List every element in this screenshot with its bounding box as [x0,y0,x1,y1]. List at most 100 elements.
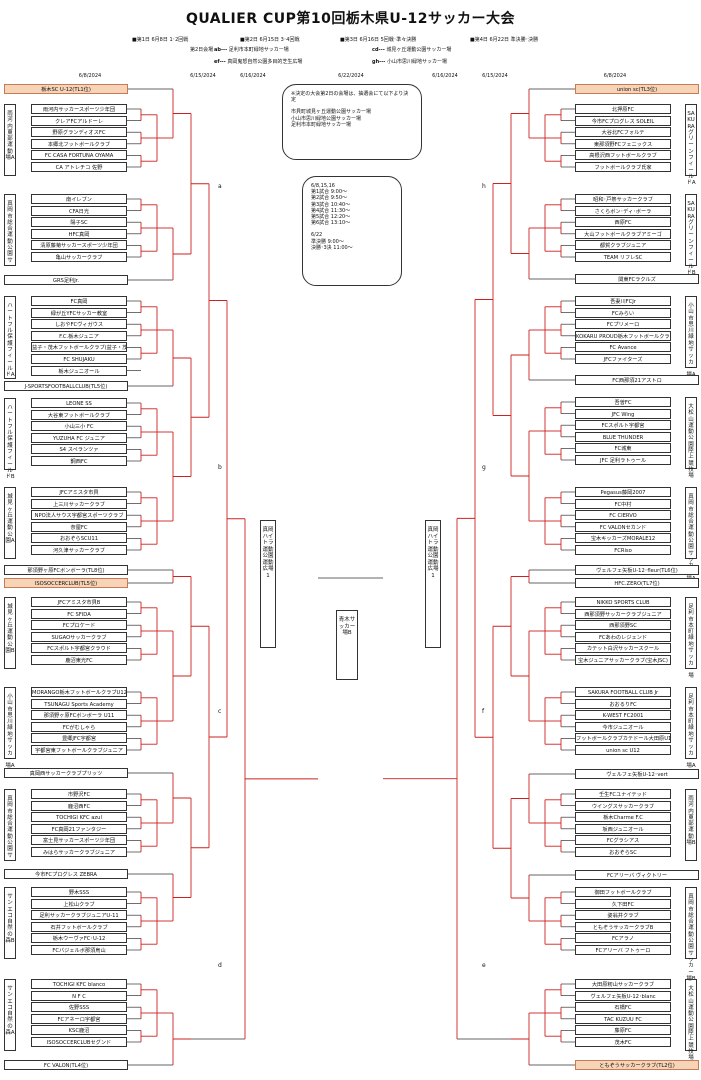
team-name: FCグラシアス [575,835,671,846]
team-name: Pegasus藤岡2007 [575,487,671,497]
group-venue-label: 雨河内東部運動場B [685,789,697,861]
team-name: FCアリーバ フトゥーロ [575,945,671,955]
team-name: 大山フットボールクラブアミーゴ [575,228,671,239]
team-name: TOCHIGI KFC blanco [31,979,127,989]
group-venue-label: サンエコ自然の森A [4,979,16,1051]
team-name: 大田原籾山サッカークラブ [575,979,671,989]
team-name: 野木SSS [31,887,127,897]
team-name: FCあわのレジェンド [575,631,671,642]
block-label-f: f [482,708,485,715]
team-name: フットボールクラブカテドール大田原U12 [575,733,671,744]
team-name: KOKARU PROUD栃木フットボールクラブ [575,330,671,341]
group-venue-label: 真岡市総合運動公園サ [4,789,16,861]
group-venue-label: 大松山運動公園陸上競技場 [685,397,697,479]
team-name: 足利サッカークラブジュニアU-11 [31,910,127,921]
team-name: 都賀クラブジュニア [575,240,671,251]
page-title: QUALIER CUP第10回栃木県U-12サッカー大会 [185,11,516,27]
team-name: TOCHIGI KFC azul [31,812,127,823]
block-label-g: g [482,464,486,471]
group-venue-label: 城見ヶ丘運動公園B [4,597,16,669]
team-name: 緑が丘YFCサッカー教室 [31,307,127,318]
team-name: ヴェルフェ矢板U-12･vert [575,769,699,779]
group-venue-label: サンエコ自然の森B [4,887,16,959]
team-name: F.C.栃木ジュニア [31,330,127,341]
venue-legend-gh: gh--- 小山市思川緑地サッカー場 [372,59,447,65]
team-name: FC VALONセカンド [575,521,671,532]
schedule-day1: ■第1日 6月8日 1･2回戦 [132,37,189,43]
team-name: 佐野SSS [31,1002,127,1013]
team-name: 西那須野SC [575,620,671,631]
team-name: FC CIERVO [575,510,671,521]
team-name: FC真岡 [31,296,127,306]
team-name: 宇都宮東フットボールクラブジュニア [31,745,127,755]
schedule-day4: ■第4日 6月22日 準決勝･決勝 [470,37,539,43]
team-name: FCスポルト宇都宮クラウド [31,643,127,654]
team-name: 藤原FC [575,1025,671,1036]
team-name: FCアリーバ ヴィクトリー [575,870,699,880]
team-name: クレアFCアルドーレ [31,115,127,126]
team-name: みはらサッカークラブジュニア [31,847,127,857]
team-name: FC城東 [575,443,671,454]
team-name: FC VALON(TL4位) [4,1060,128,1070]
team-name: 栃木SC U-12(TL1位) [4,84,128,94]
team-name: 陽子SC [31,217,127,228]
group-venue-label: SAKURAグリーンフィールドA [685,104,697,186]
date-header-1: 6/8/2024 [78,73,102,79]
team-name: 東那須野FCフェニックス [575,138,671,149]
team-name: 真岡西サッカークラブプリッツ [4,768,128,778]
right-mid-venue: 真岡ハイトラ運動公園運動広場1 [425,520,441,648]
team-name: FCバジェルボ那須烏山 [31,945,127,955]
team-name: HFC.ZERO(TL7位) [575,578,699,588]
team-name: 鋼西FC [31,456,127,466]
team-name: 小山三小 FC [31,421,127,432]
team-name: 宝木ジュニアサッカークラブ(宝木JSC) [575,655,671,665]
team-name: JFC 足利ラトゥール [575,455,671,465]
team-name: FCスポルト宇都宮 [575,420,671,431]
block-label-h: h [482,183,486,190]
center-venue: 青木サッカー場B [336,610,358,680]
team-name: NIKKO SPORTS CLUB [575,597,671,607]
team-name: おおぞらSC [575,847,671,857]
team-name: 今市ジュニオール [575,721,671,732]
team-name: 大谷北FCフォルテ [575,127,671,138]
team-name: FCRiso [575,545,671,555]
team-name: FCみらい [575,307,671,318]
team-name: 西原FC [575,217,671,228]
team-name: 河久津サッカークラブ [31,545,127,555]
team-name: 奈屋FC [31,521,127,532]
block-label-d: d [218,962,222,969]
team-name: union sc U12 [575,745,671,755]
team-name: 益子・茂木フットボールクラブ(益子・茂木FC) [31,342,127,353]
venue-legend-label: 第2日会場 [190,47,214,53]
team-name: HFC真岡 [31,228,127,239]
team-name: 亀山サッカークラブ [31,252,127,262]
date-header-3: 6/16/2024 [240,73,266,79]
team-name: 今市FCプログレス SOLEIL [575,115,671,126]
team-name: SUGAOサッカークラブ [31,631,127,642]
group-venue-label: 足利市本町緑地サッカー場 [685,597,697,679]
team-name: ともぞうサッカークラブB [575,921,671,932]
team-name: 石橋FC [575,1002,671,1013]
team-name: 坂西ジュニオール [575,823,671,834]
team-name: 茂木FC [575,1037,671,1047]
team-name: 今市FCプログレス ZEBRA [4,869,128,879]
team-name: S4 スペランツァ [31,444,127,455]
team-name: 栃木ジュニオール [31,365,127,376]
team-name: ヴェルフェ矢板U-12･blanc [575,990,671,1001]
team-name: FC CASA FORTUNA OYAMA [31,150,127,161]
team-name: 吾曽FC [575,397,671,407]
group-venue-label: SAKURAグリーンフィールドB [685,194,697,276]
team-name: 栃木Charme F.C [575,812,671,823]
team-name: JFCアミスタ市貝B [31,597,127,607]
team-name: FCプリメーロ [575,319,671,330]
team-name: GRS足利Jr. [4,275,128,285]
block-label-c: c [218,708,222,715]
venue-legend-cd: cd--- 城見ヶ丘運動公園サッカー場 [372,47,452,53]
team-name: ISOSOCCERCLUB(TL5位) [4,578,128,588]
group-venue-label: 真岡市総合運動公園サッカー場A [685,487,697,582]
team-name: 高根沢西フットボールクラブ [575,150,671,161]
group-venue-label: 真岡市総合運動公園サ [4,194,16,266]
team-name: おおぞらSCU11 [31,533,127,544]
team-name: FC真岡21ファンタジー [31,823,127,834]
team-name: 那須野ヶ原FCボンボーラ(TL8位) [4,565,128,575]
